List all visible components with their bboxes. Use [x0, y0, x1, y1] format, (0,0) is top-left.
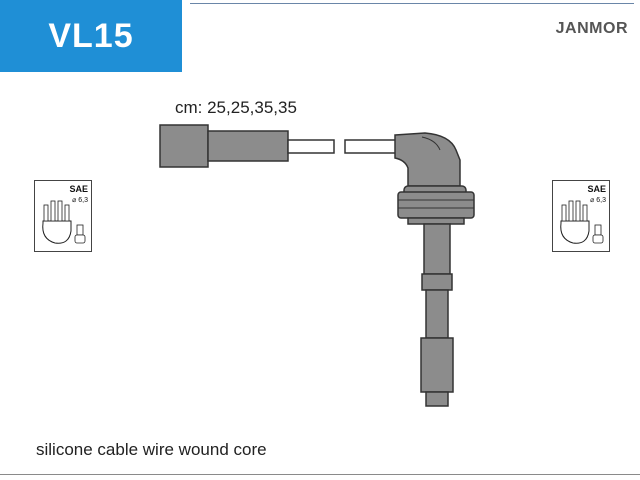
product-code-badge: VL15: [0, 0, 182, 72]
product-code: VL15: [48, 16, 134, 55]
distributor-cap-icon: [560, 200, 604, 244]
header-rule: [190, 3, 634, 4]
connector-diameter-left: ⌀ 6,3: [72, 197, 88, 204]
cable-segment-left: [287, 139, 335, 154]
connector-standard-right: SAE: [587, 184, 606, 194]
distributor-boot-cap: [159, 124, 209, 168]
brand-name: JANMOR: [555, 20, 628, 37]
boot-tube-joint: [421, 273, 453, 291]
boot-tube-tip: [425, 391, 449, 407]
distributor-boot-body: [207, 130, 289, 162]
distributor-cap-icon: [42, 200, 86, 244]
boot-tube-upper: [423, 223, 451, 275]
cable-lengths: cm: 25,25,35,35: [175, 98, 297, 117]
boot-tube-lower: [420, 337, 454, 393]
spark-plug-boot-elbow: [394, 132, 461, 187]
footer-rule: [0, 474, 640, 475]
connector-diameter-right: ⌀ 6,3: [590, 197, 606, 204]
connector-standard-left: SAE: [69, 184, 88, 194]
connector-diagram-right: SAE ⌀ 6,3: [552, 180, 610, 252]
connector-diagram-left: SAE ⌀ 6,3: [34, 180, 92, 252]
boot-ribs: [397, 191, 475, 219]
boot-elbow-detail: [421, 136, 441, 151]
boot-tube-middle: [425, 289, 449, 339]
boot-collar: [407, 217, 465, 225]
product-description: silicone cable wire wound core: [36, 440, 267, 459]
